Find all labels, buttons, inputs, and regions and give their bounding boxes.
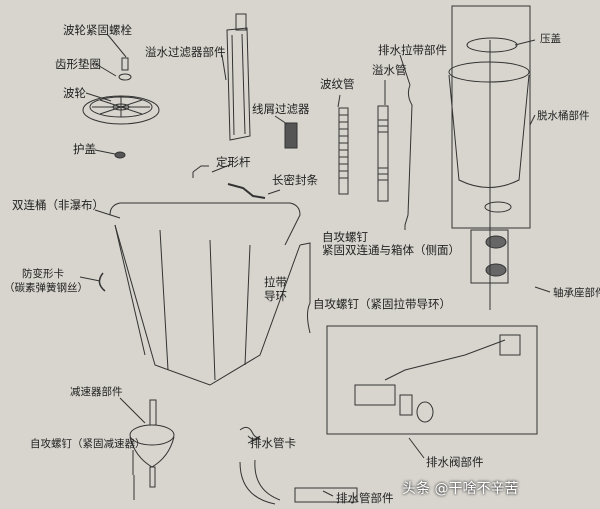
anti-deform-clip-part: [98, 272, 106, 292]
label-impeller: 波轮: [63, 86, 86, 100]
overflow-pipe-part: [377, 105, 389, 202]
shaping-rod-part: [192, 165, 209, 178]
label-corrugated-pipe: 波纹管: [320, 77, 355, 91]
impeller-part: [82, 57, 160, 159]
label-drain-hose: 排水管部件: [336, 491, 394, 505]
label-twin-tub: 双连桶（非瀑布）: [12, 198, 104, 212]
drain-clip-part: [239, 426, 261, 440]
spin-tub-part: [448, 5, 531, 310]
lint-filter-part: [284, 122, 298, 149]
label-lint-filter: 线屑过滤器: [252, 102, 310, 116]
reducer-part: [129, 399, 175, 500]
strap-guide-part: [299, 242, 311, 334]
label-screw-reducer: 自攻螺钉（紧固减速器）: [30, 438, 146, 450]
label-press-cover: 压盖: [540, 33, 561, 45]
label-spin-tub: 脱水桶部件: [537, 110, 590, 122]
label-impeller-bolt: 波轮紧固螺栓: [63, 23, 132, 37]
label-drain-clip: 排水管卡: [250, 436, 296, 450]
label-drain-valve: 排水阀部件: [426, 455, 484, 469]
label-cover: 护盖: [73, 142, 96, 156]
drain-valve-part: [326, 325, 538, 435]
label-long-seal: 长密封条: [272, 173, 318, 187]
label-screw-guide: 自攻螺钉（紧固拉带导环）: [313, 297, 451, 311]
label-strap-guide-2: 导环: [264, 289, 287, 303]
watermark: 头条 @干啥不辛苦: [402, 481, 519, 497]
label-screw-side-note: 紧固双连通与箱体（侧面）: [322, 243, 460, 257]
label-bearing-seat: 轴承座部件: [553, 287, 600, 299]
label-reducer: 减速器部件: [70, 386, 123, 398]
label-strap-guide-1: 拉带: [264, 275, 287, 289]
overflow-filter-part: [226, 13, 251, 141]
drain-hose-part: [239, 459, 281, 505]
label-screw-side: 自攻螺钉: [322, 230, 368, 244]
label-anti-deform-clip-note: （碳素弹簧钢丝）: [4, 282, 88, 294]
label-drain-strap: 排水拉带部件: [378, 43, 447, 57]
long-seal-part: [227, 183, 266, 199]
label-overflow-filter: 溢水过滤器部件: [145, 45, 226, 59]
label-toothed-washer: 齿形垫圈: [55, 57, 101, 71]
label-anti-deform-clip: 防变形卡: [22, 268, 64, 280]
drain-strap-part: [404, 84, 413, 230]
label-shaping-rod: 定形杆: [216, 155, 251, 169]
corrugated-pipe-part: [338, 107, 349, 195]
label-overflow-pipe: 溢水管: [372, 63, 407, 77]
twin-tub-part: [109, 202, 301, 386]
